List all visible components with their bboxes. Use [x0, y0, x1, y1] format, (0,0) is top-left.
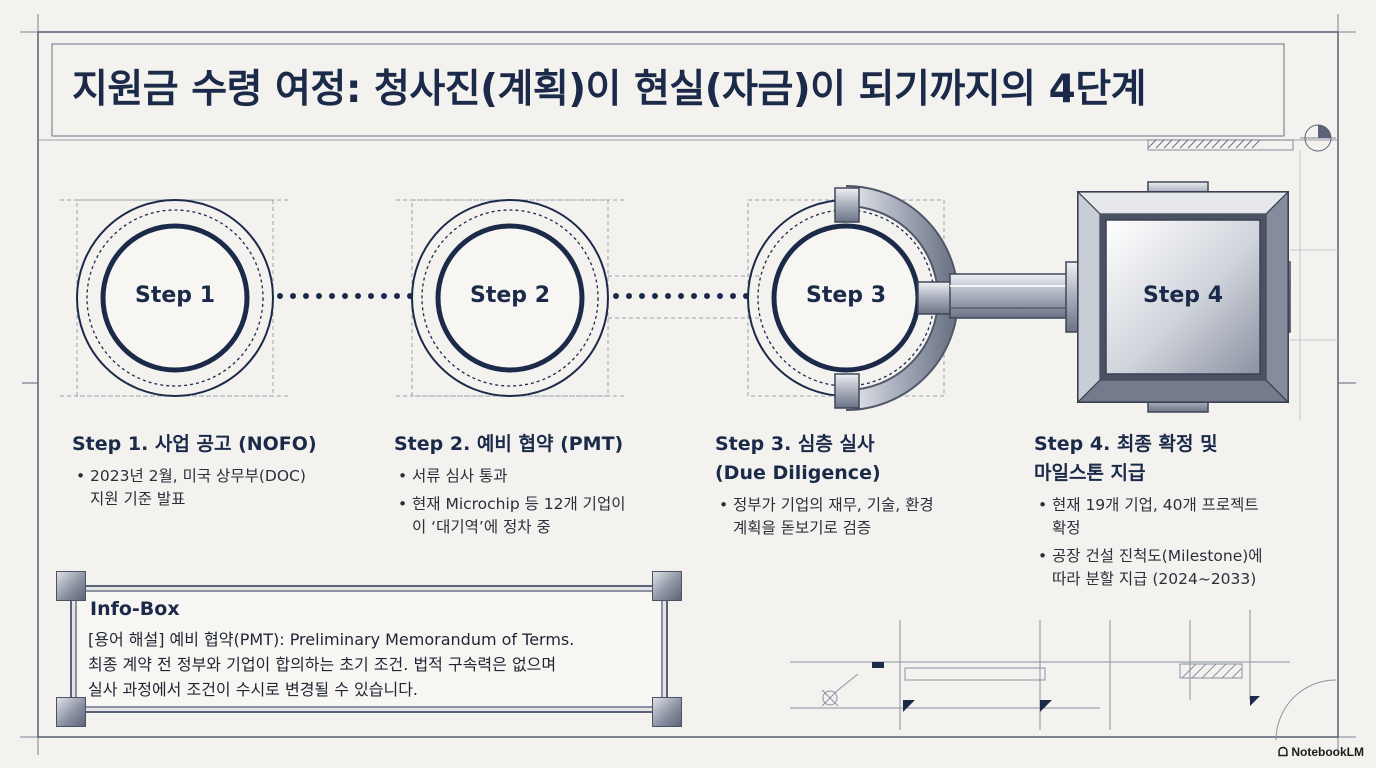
step-4-heading: Step 4. 최종 확정 및 마일스톤 지급 [1034, 430, 1334, 488]
step-4-bullet: 현재 19개 기업, 40개 프로젝트 확정 [1034, 494, 1334, 540]
info-box-title: Info-Box [90, 598, 180, 620]
step-3-label: Step 3 [806, 283, 886, 308]
step-2-description: Step 2. 예비 협약 (PMT) 서류 심사 통과 현재 Microchi… [394, 430, 694, 544]
bullet-line: 이 ‘대기역’에 정차 중 [412, 518, 551, 536]
info-box-line: [용어 해설] 예비 협약(PMT): Preliminary Memorand… [88, 630, 575, 649]
step-3-heading: Step 3. 심층 실사 (Due Diligence) [715, 430, 1015, 488]
step-1-heading: Step 1. 사업 공고 (NOFO) [72, 433, 317, 455]
step-4-label: Step 4 [1143, 283, 1223, 308]
heading-line: (Due Diligence) [715, 462, 881, 484]
bullet-line: 따라 분할 지급 (2024~2033) [1052, 570, 1257, 588]
bullet-line: 지원 기준 발표 [90, 490, 186, 508]
info-box-corner [652, 571, 682, 601]
watermark-text: NotebookLM [1291, 745, 1364, 759]
notebooklm-watermark: ᗝ NotebookLM [1278, 745, 1364, 760]
bullet-line: 서류 심사 통과 [412, 467, 508, 485]
connector-1-2 [277, 293, 413, 299]
bullet-line: 확정 [1052, 519, 1081, 537]
step-3-description: Step 3. 심층 실사 (Due Diligence) 정부가 기업의 재무… [715, 430, 1015, 545]
heading-line: Step 4. 최종 확정 및 [1034, 433, 1218, 455]
info-box-text: [용어 해설] 예비 협약(PMT): Preliminary Memorand… [88, 627, 658, 702]
bullet-line: 현재 Microchip 등 12개 기업이 [412, 495, 626, 513]
step-2-bullet: 현재 Microchip 등 12개 기업이 이 ‘대기역’에 정차 중 [394, 493, 694, 539]
bullet-line: 공장 건설 진척도(Milestone)에 [1052, 547, 1263, 565]
page-title: 지원금 수령 여정: 청사진(계획)이 현실(자금)이 되기까지의 4단계 [72, 67, 1147, 112]
notebooklm-logo-icon: ᗝ [1278, 745, 1292, 759]
bullet-line: 2023년 2월, 미국 상무부(DOC) [90, 467, 306, 485]
heading-line: 마일스톤 지급 [1034, 462, 1146, 484]
step-2-label: Step 2 [470, 283, 550, 308]
bullet-line: 계획을 돋보기로 검증 [733, 519, 872, 537]
info-box-corner [56, 571, 86, 601]
step-4-bullet: 공장 건설 진척도(Milestone)에 따라 분할 지급 (2024~203… [1034, 545, 1334, 591]
step-3-circle [747, 185, 959, 411]
step-2-circle [396, 199, 624, 397]
info-box-corner [652, 697, 682, 727]
step-3-bullet: 정부가 기업의 재무, 기술, 환경 계획을 돋보기로 검증 [715, 494, 1015, 540]
step-1-bullet: 2023년 2월, 미국 상무부(DOC) 지원 기준 발표 [72, 465, 372, 511]
step-1-label: Step 1 [135, 283, 215, 308]
step-2-heading: Step 2. 예비 협약 (PMT) [394, 433, 624, 455]
info-box-panel [70, 585, 668, 713]
heading-line: Step 3. 심층 실사 [715, 433, 875, 455]
connector-2-3 [608, 275, 760, 319]
step-4-description: Step 4. 최종 확정 및 마일스톤 지급 현재 19개 기업, 40개 프… [1034, 430, 1334, 596]
step-2-bullet: 서류 심사 통과 [394, 465, 694, 488]
info-box [56, 571, 682, 727]
step-1-circle [60, 199, 290, 397]
bullet-line: 정부가 기업의 재무, 기술, 환경 [733, 496, 934, 514]
bullet-line: 현재 19개 기업, 40개 프로젝트 [1052, 496, 1259, 514]
info-box-line: 최종 계약 전 정부와 기업이 합의하는 초기 조건. 법적 구속력은 없으며 [88, 655, 557, 674]
info-box-line: 실사 과정에서 조건이 수시로 변경될 수 있습니다. [88, 680, 419, 699]
step-4-block [1065, 181, 1291, 413]
step-1-description: Step 1. 사업 공고 (NOFO) 2023년 2월, 미국 상무부(DO… [72, 430, 372, 516]
info-box-corner [56, 697, 86, 727]
